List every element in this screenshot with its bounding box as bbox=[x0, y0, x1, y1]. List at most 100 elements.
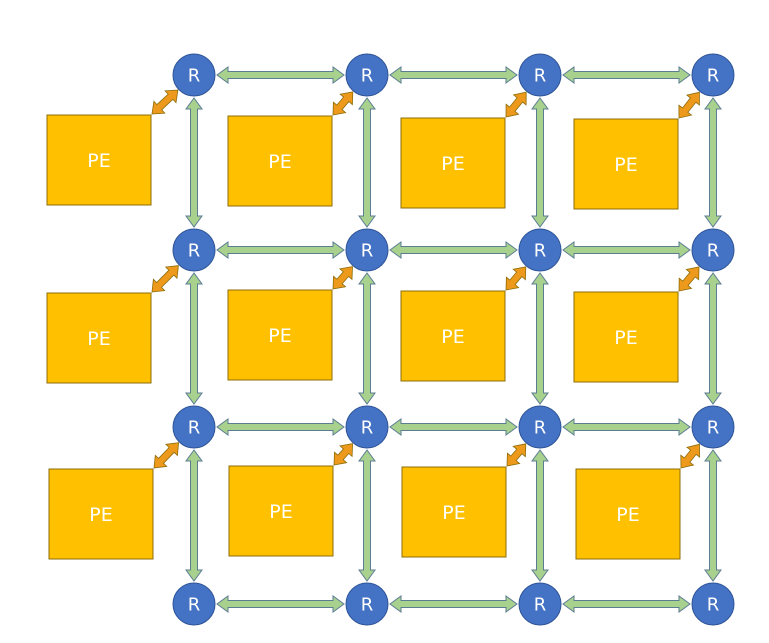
pe-block-r2-c3: PE bbox=[575, 468, 681, 560]
pe-label: PE bbox=[616, 504, 639, 526]
pe-router-link-r1-c2 bbox=[505, 266, 527, 291]
router-label: R bbox=[188, 66, 201, 87]
router-link-horizontal-r2-c0-c1 bbox=[216, 418, 345, 436]
pe-label: PE bbox=[614, 327, 637, 349]
router-label: R bbox=[707, 418, 720, 439]
links-layer bbox=[185, 66, 722, 613]
pe-block-r0-c0: PE bbox=[46, 114, 152, 206]
router-node bbox=[345, 228, 389, 272]
pe-block-r2-c0: PE bbox=[48, 468, 154, 560]
router-node bbox=[518, 53, 562, 97]
router-r2-c3: R bbox=[691, 405, 735, 449]
router-node bbox=[518, 582, 562, 626]
router-node bbox=[691, 53, 735, 97]
router-node bbox=[172, 405, 216, 449]
pe-box bbox=[573, 118, 679, 210]
pe-block-r2-c1: PE bbox=[228, 465, 334, 557]
pe-box bbox=[228, 465, 334, 557]
router-node bbox=[345, 582, 389, 626]
pe-label: PE bbox=[87, 150, 110, 172]
pe-label: PE bbox=[614, 154, 637, 176]
router-node bbox=[691, 228, 735, 272]
router-link-vertical-c2-r1-r2 bbox=[531, 272, 549, 405]
router-label: R bbox=[707, 241, 720, 262]
pe-block-r2-c2: PE bbox=[401, 466, 507, 558]
router-link-vertical-c1-r0-r1 bbox=[358, 97, 376, 228]
pe-block-r1-c1: PE bbox=[227, 289, 333, 381]
pe-router-link-r2-c1 bbox=[333, 443, 354, 466]
router-label: R bbox=[188, 241, 201, 262]
router-r1-c2: R bbox=[518, 228, 562, 272]
pe-label: PE bbox=[87, 328, 110, 350]
pe-box bbox=[227, 289, 333, 381]
router-link-vertical-c3-r1-r2 bbox=[704, 272, 722, 405]
router-node bbox=[518, 228, 562, 272]
router-link-horizontal-r3-c0-c1 bbox=[216, 595, 345, 613]
router-r1-c0: R bbox=[172, 228, 216, 272]
router-link-vertical-c2-r2-r3 bbox=[531, 449, 549, 582]
router-link-horizontal-r0-c0-c1 bbox=[216, 66, 345, 84]
router-node bbox=[691, 582, 735, 626]
router-label: R bbox=[534, 66, 547, 87]
pe-box bbox=[400, 290, 506, 382]
router-label: R bbox=[361, 418, 374, 439]
router-r0-c0: R bbox=[172, 53, 216, 97]
pe-box bbox=[400, 117, 506, 209]
pe-box bbox=[46, 292, 152, 384]
router-link-horizontal-r1-c1-c2 bbox=[389, 241, 518, 259]
router-r2-c0: R bbox=[172, 405, 216, 449]
pe-box bbox=[401, 466, 507, 558]
pe-block-r0-c2: PE bbox=[400, 117, 506, 209]
router-node bbox=[172, 53, 216, 97]
router-link-horizontal-r2-c1-c2 bbox=[389, 418, 518, 436]
router-r3-c0: R bbox=[172, 582, 216, 626]
router-label: R bbox=[361, 66, 374, 87]
router-label: R bbox=[188, 418, 201, 439]
pe-label: PE bbox=[269, 501, 292, 523]
router-r0-c2: R bbox=[518, 53, 562, 97]
router-link-horizontal-r3-c2-c3 bbox=[562, 595, 691, 613]
pe-block-r1-c3: PE bbox=[573, 291, 679, 383]
router-link-horizontal-r0-c1-c2 bbox=[389, 66, 518, 84]
router-link-vertical-c0-r2-r3 bbox=[185, 449, 203, 582]
pe-router-link-r0-c3 bbox=[678, 91, 700, 119]
router-label: R bbox=[534, 595, 547, 616]
router-node bbox=[172, 228, 216, 272]
router-link-horizontal-r0-c2-c3 bbox=[562, 66, 691, 84]
router-r3-c1: R bbox=[345, 582, 389, 626]
pe-label: PE bbox=[441, 153, 464, 175]
router-link-vertical-c3-r2-r3 bbox=[704, 449, 722, 582]
pe-block-r1-c2: PE bbox=[400, 290, 506, 382]
pe-router-link-r0-c2 bbox=[505, 91, 527, 118]
router-link-horizontal-r1-c0-c1 bbox=[216, 241, 345, 259]
pe-label: PE bbox=[89, 504, 112, 526]
router-r1-c3: R bbox=[691, 228, 735, 272]
pe-box bbox=[46, 114, 152, 206]
pe-box bbox=[227, 115, 333, 207]
router-node bbox=[172, 582, 216, 626]
pe-box bbox=[573, 291, 679, 383]
router-label: R bbox=[707, 66, 720, 87]
router-r3-c2: R bbox=[518, 582, 562, 626]
router-r0-c3: R bbox=[691, 53, 735, 97]
pe-router-link-r2-c2 bbox=[506, 443, 527, 467]
router-node bbox=[345, 405, 389, 449]
processing-elements-layer: PE PE PE PE PE PE PE PE PE PE PE PE bbox=[46, 114, 681, 560]
router-link-horizontal-r3-c1-c2 bbox=[389, 595, 518, 613]
router-r0-c1: R bbox=[345, 53, 389, 97]
router-label: R bbox=[707, 595, 720, 616]
pe-router-link-r2-c3 bbox=[680, 443, 701, 469]
pe-router-link-r1-c1 bbox=[332, 266, 353, 290]
pe-block-r0-c1: PE bbox=[227, 115, 333, 207]
router-r3-c3: R bbox=[691, 582, 735, 626]
pe-box bbox=[48, 468, 154, 560]
router-link-horizontal-r1-c2-c3 bbox=[562, 241, 691, 259]
pe-label: PE bbox=[442, 502, 465, 524]
router-r2-c2: R bbox=[518, 405, 562, 449]
router-node bbox=[518, 405, 562, 449]
pe-label: PE bbox=[268, 151, 291, 173]
pe-router-link-r0-c1 bbox=[332, 91, 354, 116]
pe-router-link-r0-c0 bbox=[151, 89, 179, 115]
pe-block-r0-c3: PE bbox=[573, 118, 679, 210]
